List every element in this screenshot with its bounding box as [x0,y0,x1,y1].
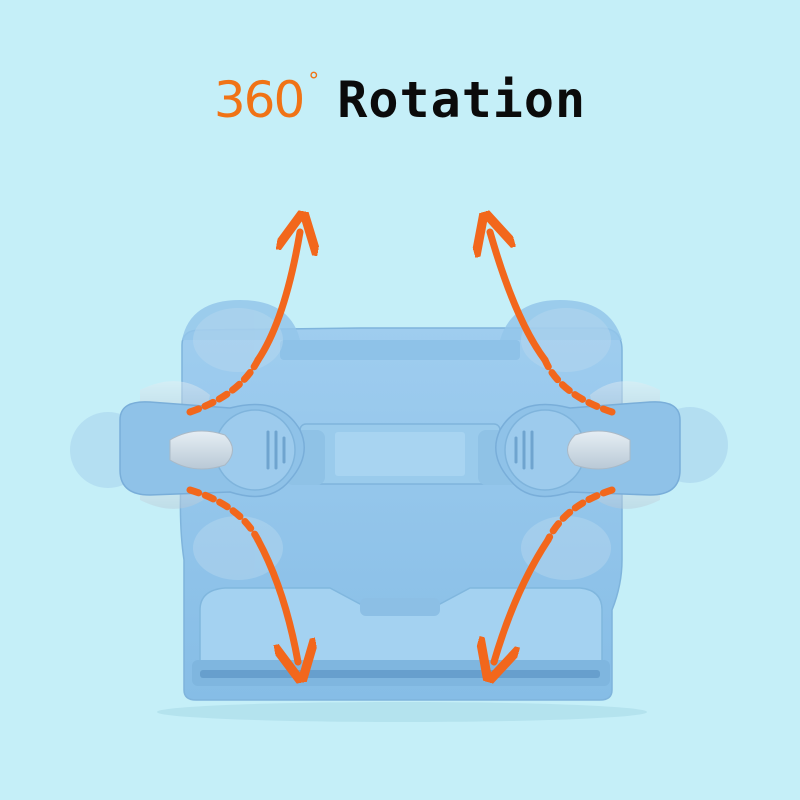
rotation-arrows [186,232,616,662]
arrow-bottom-right [494,536,552,662]
right-rotating-arm [495,401,681,498]
arrow-top-left [254,232,300,364]
arrow-top-right-dashed [541,356,616,416]
left-rotating-arm [119,401,305,498]
degree-symbol: ° [308,69,319,94]
headline-number-text: 360 [213,71,305,129]
arrow-bottom-right-dashed [544,486,616,544]
arrow-top-right [490,232,549,364]
arrow-top-left-dashed [186,356,262,416]
arrow-bottom-left [254,536,298,662]
headline-word: Rotation [337,71,587,129]
stand-shadow [157,702,647,722]
headline: 360° Rotation [0,60,800,140]
arrow-bottom-left-dashed [186,486,262,544]
headline-number: 360° [214,71,319,126]
